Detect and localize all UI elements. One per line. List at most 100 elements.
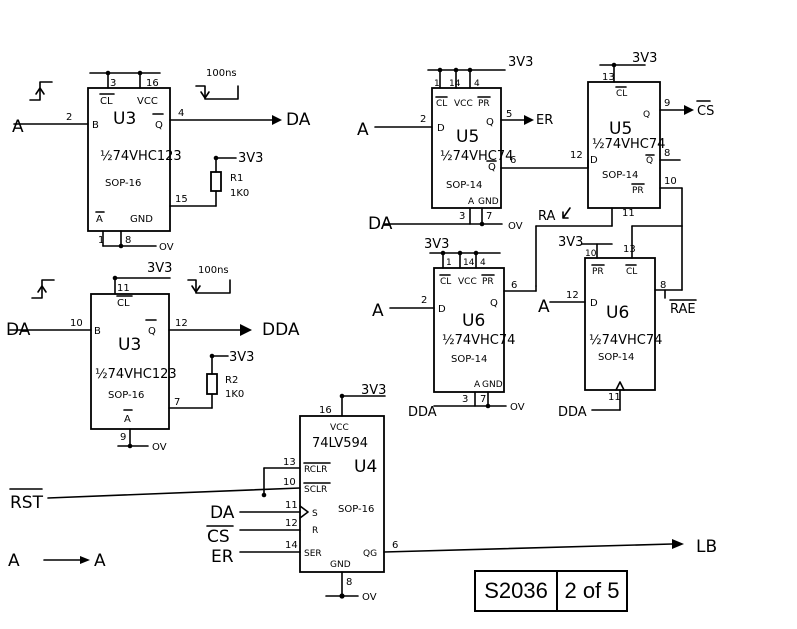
u6b-pin12: 12 <box>566 290 579 301</box>
u5a-pr: PR <box>478 99 490 109</box>
r2-value: 1K0 <box>225 389 244 400</box>
u6b-part: ½74VHC74 <box>589 333 662 348</box>
u3b-pin11: 11 <box>117 283 130 294</box>
u3a-b: B <box>92 120 99 131</box>
u6a-part: ½74VHC74 <box>442 333 515 348</box>
u4-pin16: 16 <box>319 405 332 416</box>
u4-rclr: RCLR <box>304 465 327 475</box>
u5b-ref: U5 <box>609 119 632 139</box>
u3a-pulse-label: 100ns <box>206 68 237 79</box>
net-er-out: ER <box>536 113 553 128</box>
u3a-a: A <box>96 214 103 225</box>
u4-pin6: 6 <box>392 540 398 551</box>
u6a-chip: 3V3 1 14 4 CL VCC PR A 2 D Q 6 U6 ½74VHC… <box>372 237 537 420</box>
u6a-input-dda: DDA <box>408 405 437 420</box>
u5a-cl: CL <box>436 99 447 109</box>
u4-input-cs: CS <box>207 527 230 547</box>
u4-chip: 3V3 16 VCC 74LV594 U4 RCLR SCLR 13 10 RS… <box>9 383 717 603</box>
u3b-pin10: 10 <box>70 318 83 329</box>
u6a-pin6: 6 <box>511 280 517 291</box>
u3b-cl: CL <box>117 298 130 309</box>
u3b-supply: 3V3 <box>147 261 172 276</box>
u6a-pin3: 3 <box>462 394 468 405</box>
u5a-pin4: 4 <box>474 79 480 89</box>
u5a-pin14: 14 <box>449 79 461 89</box>
u5a-input-a: A <box>357 120 369 140</box>
u3b-pin7: 7 <box>174 397 180 408</box>
u5a-pin1: 1 <box>434 79 440 89</box>
u5a-part: ½74VHC74 <box>440 149 513 164</box>
u4-input-da: DA <box>210 503 235 523</box>
r1-supply: 3V3 <box>238 151 263 166</box>
u6a-d: D <box>438 304 446 315</box>
u5a-gnd: GND <box>478 197 499 207</box>
net-rae: RAE <box>670 302 696 317</box>
u4-pin14: 14 <box>285 540 298 551</box>
u6a-cl: CL <box>440 277 451 287</box>
net-cs-out: CS <box>697 104 714 119</box>
u4-pin11: 11 <box>285 500 298 511</box>
u3a-q: Q <box>155 120 163 131</box>
u5b-body <box>587 81 661 209</box>
u6a-pr: PR <box>482 277 494 287</box>
u6b-d: D <box>590 298 598 309</box>
sheet-page: 2 of 5 <box>564 578 620 603</box>
u3a-vcc: VCC <box>137 96 158 107</box>
u6b-pin10: 10 <box>585 249 597 259</box>
u5a-chip: 3V3 1 14 4 CL VCC PR A 2 D Q 5 ER U5 ½74… <box>357 55 589 234</box>
u4-r: R <box>312 526 318 536</box>
u4-pin10: 10 <box>283 477 296 488</box>
u5b-q: Q <box>643 110 650 120</box>
u3b-q: Q <box>148 326 156 337</box>
u6b-pin11: 11 <box>608 392 621 403</box>
u3b-pin12: 12 <box>175 318 188 329</box>
alias-a-to: A <box>94 551 106 571</box>
net-dda-out: DDA <box>262 320 300 340</box>
u5a-body <box>431 87 502 209</box>
u4-qg: QG <box>363 549 377 559</box>
u6b-pr: PR <box>592 267 604 277</box>
u5a-supply: 3V3 <box>508 55 533 70</box>
u5b-pin11: 11 <box>622 208 635 219</box>
u6b-input-dda: DDA <box>558 405 587 420</box>
u6a-pin14: 14 <box>463 258 475 268</box>
u3a-pin16: 16 <box>146 78 159 89</box>
net-da-out: DA <box>286 110 311 130</box>
u4-pin8: 8 <box>346 577 352 588</box>
u5b-chip: 3V3 13 CL Q 9 CS U5 ½74VHC74 D 12 Q SOP-… <box>535 51 714 287</box>
u6a-vcc: VCC <box>458 277 477 287</box>
u4-vcc: VCC <box>330 423 349 433</box>
u5b-d: D <box>590 155 598 166</box>
u6b-pkg: SOP-14 <box>598 352 634 363</box>
net-lb-out: LB <box>696 537 717 557</box>
u4-sclr: SCLR <box>304 485 327 495</box>
u6a-pin1: 1 <box>446 258 452 268</box>
r2-ref: R2 <box>225 375 238 386</box>
u6a-pin4: 4 <box>480 258 486 268</box>
u6b-body <box>584 257 656 391</box>
u4-pin12: 12 <box>285 518 298 529</box>
u3a-input-a: A <box>12 117 24 137</box>
u3a-pin8: 8 <box>125 235 131 246</box>
title-block: S2036 2 of 5 <box>474 570 628 612</box>
u5b-cl: CL <box>616 89 627 99</box>
u3b-chip: 3V3 11 CL DA 10 B Q 12 DDA U3 ½74VHC123 … <box>6 261 300 453</box>
u4-gnd-net: OV <box>362 592 377 603</box>
u5b-pin8: 8 <box>664 148 670 159</box>
u4-pkg: SOP-16 <box>338 504 374 515</box>
u5b-pin13: 13 <box>602 72 615 83</box>
u5b-pkg: SOP-14 <box>602 170 638 181</box>
u5a-d: D <box>437 123 445 134</box>
u3a-cl: CL <box>100 96 113 107</box>
u3b-pkg: SOP-16 <box>108 390 144 401</box>
u6b-supply: 3V3 <box>558 235 583 250</box>
u5a-input-da: DA <box>368 214 393 234</box>
u5b-part: ½74VHC74 <box>592 137 665 152</box>
u6a-gnd-net: OV <box>510 402 525 413</box>
u6a-input-a: A <box>372 301 384 321</box>
u6a-gnd: GND <box>482 380 503 390</box>
u3b-gnd-net: OV <box>152 442 167 453</box>
u3b-b: B <box>94 326 101 337</box>
u4-part: 74LV594 <box>312 436 368 451</box>
u3a-gnd-net: OV <box>159 242 174 253</box>
